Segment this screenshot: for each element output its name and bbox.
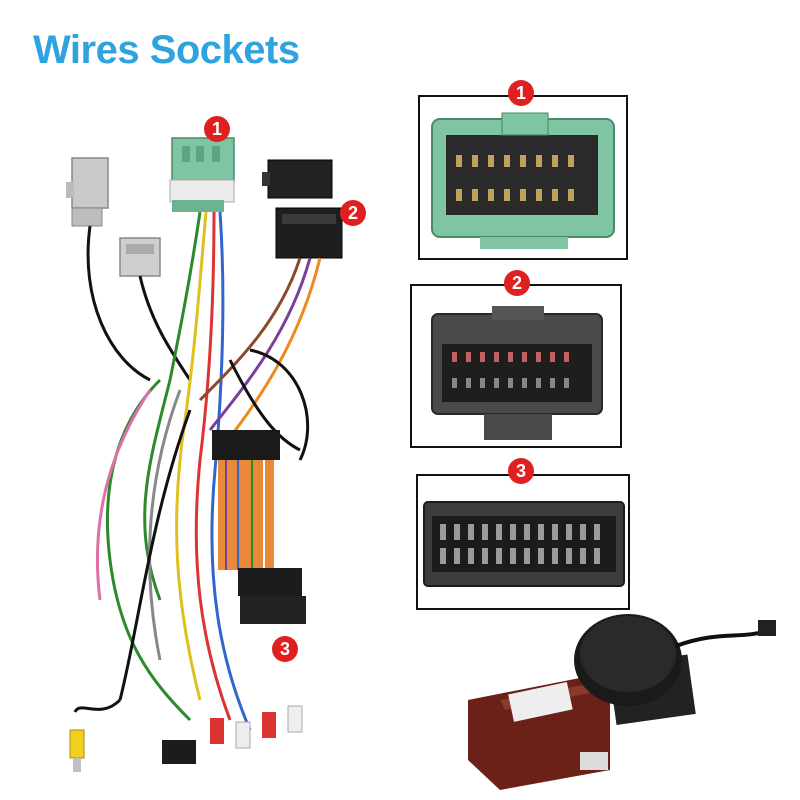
black-connector-3 — [238, 568, 306, 624]
socket-1-closeup — [418, 95, 628, 260]
green-socket-image — [431, 112, 615, 249]
badge-3-frame: 3 — [508, 458, 534, 484]
black-connector-2 — [262, 159, 343, 259]
badge-3-harness: 3 — [272, 636, 298, 662]
grey-socket-image — [431, 306, 603, 440]
wire-bundle — [73, 211, 322, 731]
socket-2-closeup — [410, 284, 622, 448]
socket-3-closeup — [416, 474, 630, 610]
badge-1-frame: 1 — [508, 80, 534, 106]
speaker — [574, 614, 776, 725]
badge-1-harness: 1 — [204, 116, 230, 142]
page-title: Wires Sockets — [33, 28, 300, 72]
grey-connector-medium — [119, 237, 161, 277]
ribbon-cable — [212, 430, 280, 570]
grey-connector-small — [66, 157, 109, 227]
green-connector-1 — [169, 137, 235, 212]
control-box — [468, 676, 610, 790]
badge-2-frame: 2 — [504, 270, 530, 296]
rca-plugs — [69, 705, 303, 772]
badge-2-harness: 2 — [340, 200, 366, 226]
black-socket-image — [423, 501, 625, 587]
